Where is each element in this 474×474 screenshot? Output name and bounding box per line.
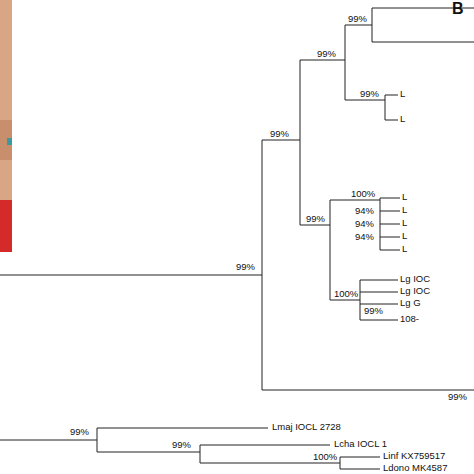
taxon-label: L (402, 218, 407, 228)
support-value: 94% (355, 232, 374, 242)
photo-shade (0, 120, 12, 160)
panel-letter: B (452, 0, 464, 17)
taxon-label: Lmaj IOCL 2728 (272, 422, 341, 432)
support-value: 99% (306, 214, 325, 224)
taxon-label: L (402, 205, 407, 215)
photo-detail (7, 138, 12, 145)
photo-skin (0, 0, 12, 200)
taxon-label: Lcha IOCL 1 (334, 439, 387, 449)
taxon-label: Lg IOC (400, 286, 430, 296)
support-value: 99% (448, 392, 467, 402)
support-value: 94% (355, 206, 374, 216)
support-value: 99% (364, 306, 383, 316)
taxon-label: Linf KX759517 (383, 451, 445, 461)
taxon-label: L (402, 192, 407, 202)
taxon-label: L (402, 244, 407, 254)
tree-branch (0, 8, 474, 390)
support-value: 99% (70, 427, 89, 437)
support-value: 100% (313, 452, 337, 462)
support-value: 100% (334, 289, 358, 299)
taxon-label: Lg IOC (400, 274, 430, 284)
taxon-label: Lg G (400, 298, 421, 308)
taxon-label: 108- (400, 314, 419, 324)
support-value: 94% (355, 219, 374, 229)
tree-branch (0, 428, 380, 469)
support-value: 100% (351, 189, 375, 199)
support-value: 99% (360, 89, 379, 99)
photo-shirt (0, 200, 12, 252)
taxon-label: Ldono MK4587 (383, 463, 447, 473)
taxon-label: L (400, 114, 405, 124)
support-value: 99% (348, 14, 367, 24)
taxon-label: L (400, 89, 405, 99)
taxon-label: L (402, 231, 407, 241)
support-value: 99% (270, 129, 289, 139)
support-value: 99% (317, 49, 336, 59)
support-value: 99% (172, 440, 191, 450)
support-value: 99% (236, 262, 255, 272)
